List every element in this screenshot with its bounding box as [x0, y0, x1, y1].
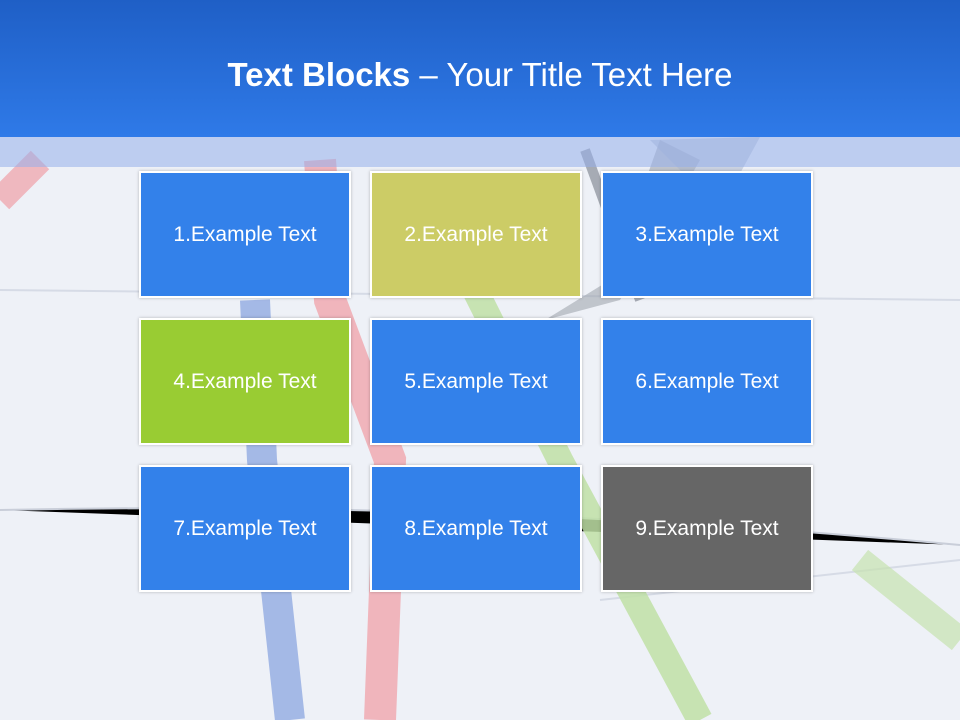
- header-sub-band: [0, 137, 960, 167]
- text-block-label: 2.Example Text: [404, 222, 548, 246]
- text-block-3: 3.Example Text: [601, 171, 813, 298]
- text-block-label: 1.Example Text: [173, 222, 317, 246]
- text-block-label: 9.Example Text: [635, 516, 779, 540]
- title-bold-text: Text Blocks: [227, 56, 411, 93]
- text-block-label: 5.Example Text: [404, 369, 548, 393]
- text-block-2: 2.Example Text: [370, 171, 582, 298]
- text-block-4: 4.Example Text: [139, 318, 351, 445]
- text-block-label: 3.Example Text: [635, 222, 779, 246]
- text-block-7: 7.Example Text: [139, 465, 351, 592]
- title-dash: –: [410, 56, 447, 93]
- slide-title: Text Blocks – Your Title Text Here: [0, 52, 960, 98]
- text-block-6: 6.Example Text: [601, 318, 813, 445]
- text-block-label: 8.Example Text: [404, 516, 548, 540]
- text-block-1: 1.Example Text: [139, 171, 351, 298]
- text-block-label: 7.Example Text: [173, 516, 317, 540]
- text-block-label: 4.Example Text: [173, 369, 317, 393]
- text-block-9: 9.Example Text: [601, 465, 813, 592]
- text-block-label: 6.Example Text: [635, 369, 779, 393]
- title-rest-text: Your Title Text Here: [446, 56, 733, 93]
- text-block-5: 5.Example Text: [370, 318, 582, 445]
- text-block-grid: 1.Example Text 2.Example Text 3.Example …: [139, 171, 813, 592]
- title-bar: [0, 0, 960, 137]
- text-block-8: 8.Example Text: [370, 465, 582, 592]
